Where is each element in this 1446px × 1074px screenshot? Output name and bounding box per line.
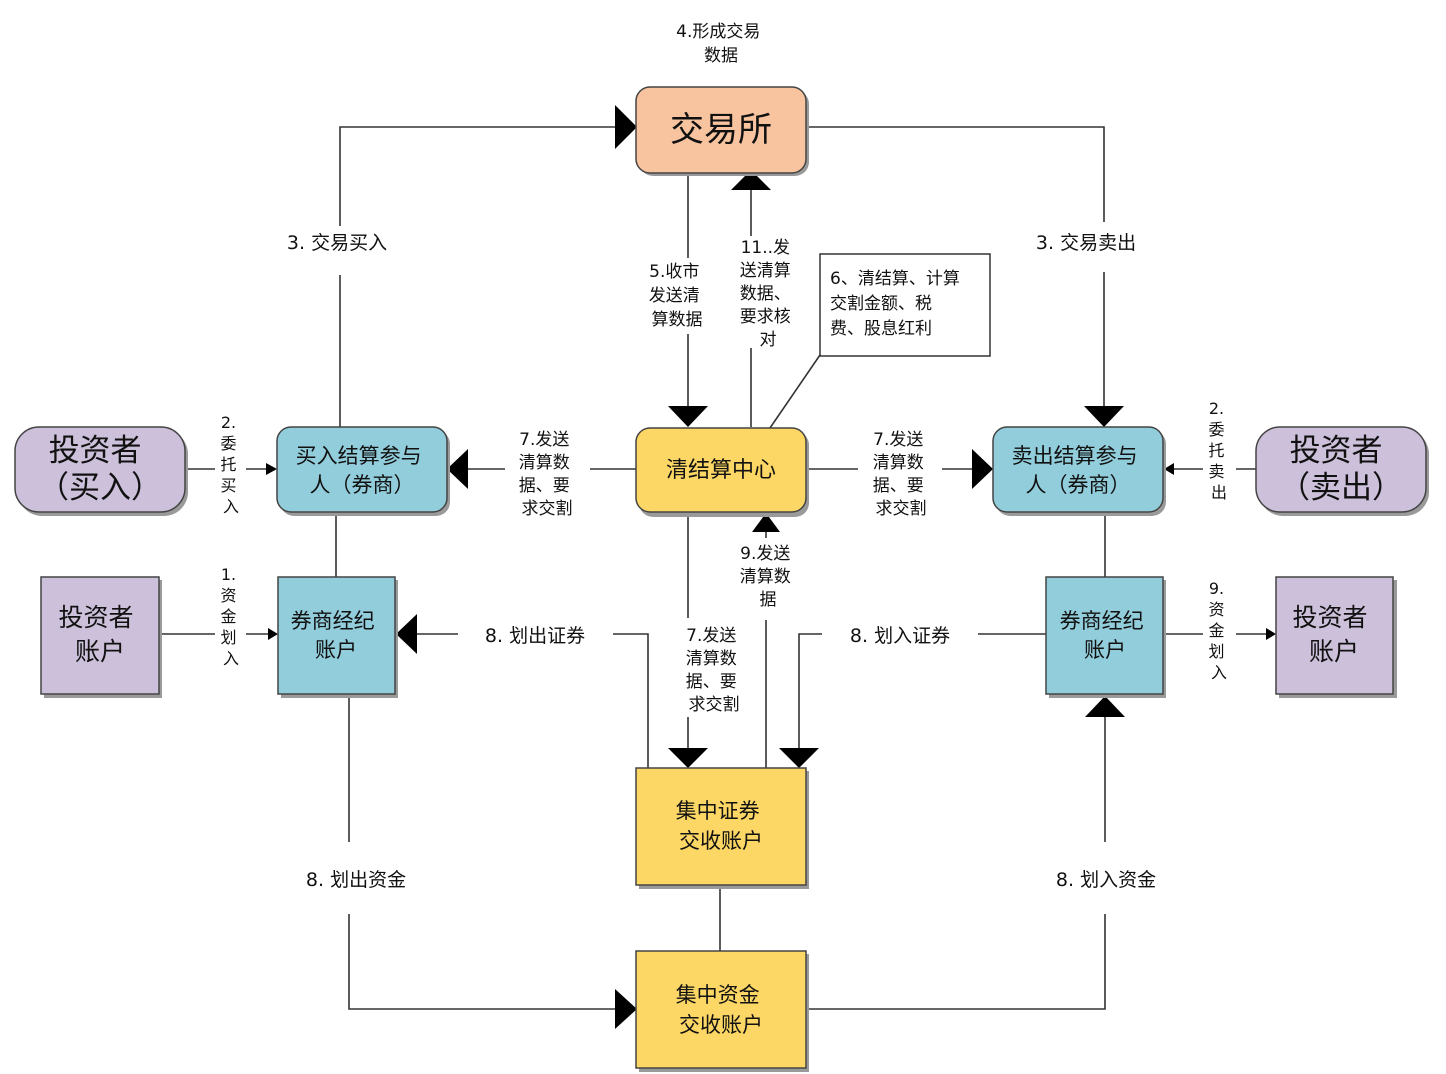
exchange-node: 交易所 <box>635 86 809 176</box>
label-close-send-data: 5.收市 发送清 算数据 <box>649 262 705 330</box>
arrow-up-into-broker-right <box>1085 696 1125 717</box>
clearing-note-box <box>819 253 991 357</box>
investor-buy-label: 投资者 （买入） <box>38 433 162 506</box>
label-transfer-in-securities: 8. 划入证券 <box>850 625 950 647</box>
arrow-up-into-exchange <box>731 170 771 190</box>
investor-account-left-label: 投资者 账户 <box>59 603 142 666</box>
investor-sell-label: 投资者 （卖出） <box>1279 433 1403 506</box>
investor-buy-node: 投资者 （买入） <box>14 426 188 516</box>
exchange-box <box>635 86 807 174</box>
arrow-down-into-sell-participant <box>1084 406 1124 427</box>
investor-sell-node: 投资者 （卖出） <box>1255 426 1429 516</box>
arrow-up-into-clearing <box>752 513 780 532</box>
edge-broker-right-to-securities <box>798 633 822 748</box>
arrow-down-into-clearing <box>668 406 708 427</box>
broker-account-right-label: 券商经纪 账户 <box>1060 609 1151 662</box>
investor-account-left-node: 投资者 账户 <box>40 576 162 698</box>
broker-account-left-node: 券商经纪 账户 <box>277 576 398 698</box>
edge-securities-to-broker-left <box>613 633 649 768</box>
clearing-note-callout: 6、清结算、计算 交割金额、税 费、股息红利 <box>819 253 991 357</box>
central-funds-box <box>635 950 807 1069</box>
edge-buy-participant-to-exchange <box>339 126 615 226</box>
label-send-down: 7.发送 清算数 据、要 求交割 <box>686 626 742 715</box>
label-send-up: 9.发送 清算数 据 <box>740 544 796 610</box>
investor-account-right-node: 投资者 账户 <box>1275 576 1397 698</box>
label-funds-in-right: 9. 资 金 划 入 <box>1208 579 1229 682</box>
label-send-right: 7.发送 清算数 据、要 求交割 <box>873 430 929 519</box>
sell-participant-box <box>992 426 1164 513</box>
label-trade-sell: 3. 交易卖出 <box>1036 232 1136 254</box>
label-trade-buy: 3. 交易买入 <box>287 232 387 254</box>
investor-sell-box <box>1255 426 1427 513</box>
investor-buy-box <box>14 426 186 513</box>
sell-participant-node: 卖出结算参与 人（券商） <box>992 426 1166 516</box>
arrow-down-into-securities-right <box>779 748 819 768</box>
label-funds-in-left: 1. 资 金 划 入 <box>220 565 241 668</box>
central-securities-box <box>635 767 807 886</box>
arrow-left-into-buy-participant <box>447 449 468 489</box>
buy-participant-box <box>276 426 448 513</box>
exchange-label: 交易所 <box>670 110 772 150</box>
broker-account-right-node: 券商经纪 账户 <box>1045 576 1166 698</box>
edge-funds-to-broker-right <box>806 914 1106 1010</box>
arrow-right-into-funds <box>615 989 637 1029</box>
investor-account-right-box <box>1275 576 1394 695</box>
clearing-center-box <box>635 427 807 513</box>
buy-participant-node: 买入结算参与 人（券商） <box>276 426 450 516</box>
central-funds-label: 集中资金 交收账户 <box>676 983 767 1037</box>
label-transfer-in-funds: 8. 划入资金 <box>1056 869 1156 891</box>
clearing-center-node: 清结算中心 <box>635 427 809 517</box>
sell-participant-label: 卖出结算参与 人（券商） <box>1012 444 1145 497</box>
arrowheads <box>266 105 1276 1029</box>
label-entrust-buy: 2. 委 托 买 入 <box>220 413 241 516</box>
label-entrust-sell: 2. 委 托 卖 出 <box>1208 399 1229 502</box>
arrow-left-into-broker-left <box>396 614 417 654</box>
central-securities-label: 集中证券 交收账户 <box>676 799 767 853</box>
edge-exchange-to-sell-participant <box>806 126 1105 222</box>
clearing-center-label: 清结算中心 <box>666 458 776 483</box>
label-send-left: 7.发送 清算数 据、要 求交割 <box>519 430 575 519</box>
arrow-right-into-exchange <box>615 105 637 149</box>
investor-account-left-box <box>40 576 160 695</box>
label-transfer-out-funds: 8. 划出资金 <box>306 869 406 891</box>
clearing-note-text: 6、清结算、计算 交割金额、税 费、股息红利 <box>830 269 965 339</box>
broker-account-right-box <box>1045 576 1164 695</box>
investor-account-right-label: 投资者 账户 <box>1293 603 1376 666</box>
arrow-small-into-investor-account-right <box>1266 628 1276 640</box>
label-form-trade-data: 4.形成交易 数据 <box>676 22 766 66</box>
broker-account-left-box <box>277 576 396 695</box>
buy-participant-label: 买入结算参与 人（券商） <box>296 444 429 497</box>
label-transfer-out-securities: 8. 划出证券 <box>485 625 585 647</box>
arrow-right-into-sell-participant <box>972 449 993 489</box>
label-send-verify: 11..发 送清算 数据、 要求核 对 <box>740 238 796 350</box>
arrow-down-into-securities-left <box>668 748 708 768</box>
arrow-small-into-broker-left <box>268 628 278 640</box>
central-securities-node: 集中证券 交收账户 <box>635 767 809 889</box>
central-funds-node: 集中资金 交收账户 <box>635 950 809 1072</box>
arrow-small-into-buy-participant <box>266 463 277 475</box>
connector-lines <box>160 126 1266 1010</box>
edge-broker-left-to-funds <box>348 914 615 1010</box>
broker-account-left-label: 券商经纪 账户 <box>291 609 382 662</box>
arrow-small-into-sell-participant <box>1164 463 1174 475</box>
callout-connector <box>769 354 821 429</box>
